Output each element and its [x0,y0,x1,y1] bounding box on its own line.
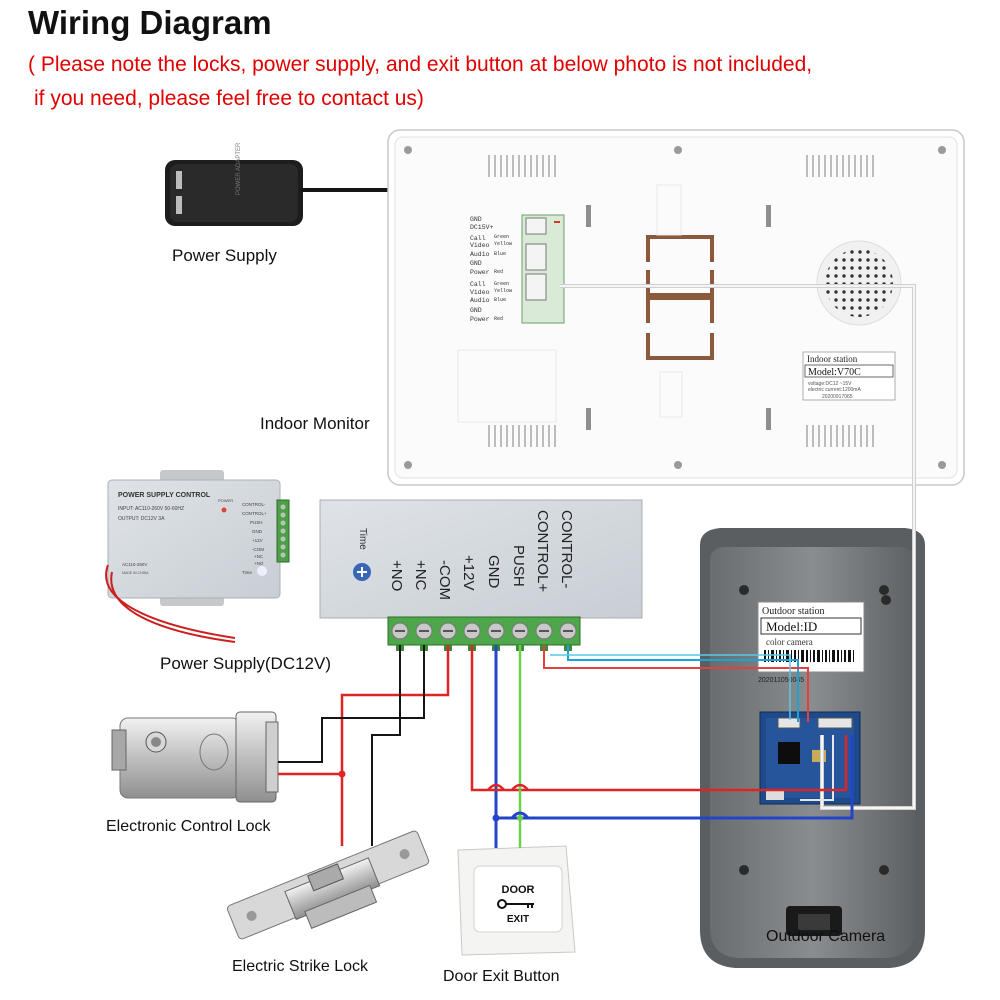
door-exit-button-image: DOOR EXIT [457,845,576,956]
psu-small-terminal: +NC [254,554,264,559]
wire-color-label: Blue [494,251,506,257]
label-electric-strike-lock: Electric Strike Lock [232,958,369,975]
port-label: Video [470,289,490,296]
psu-small-terminal: +NO [254,561,264,566]
psu-small-output: OUTPUT: DC12V 3A [118,516,165,522]
port-label: GND [470,216,482,223]
psu-small-time: Time [242,570,252,575]
wire-color-label: Red [494,316,503,322]
label-indoor-monitor: Indoor Monitor [260,414,370,433]
page-title: Wiring Diagram [28,4,272,41]
psu-small-ac: AC110-260V [122,562,147,567]
indoor-sticker-spec2: electric current:1200mA [808,387,861,393]
psu-big-terminal: +NC [412,560,429,591]
psu-big-terminal: -COM [436,560,453,600]
psu-big-terminal: PUSH [510,545,527,587]
psu-small-made: MADE IN CHINA [122,571,149,575]
psu-big-time: Time [357,528,368,550]
port-label: Audio [470,297,490,304]
psu-small-terminal: +12V [252,538,263,543]
psu-small-terminal: CONTROL- [242,502,266,507]
outdoor-camera-image: Outdoor station Model:ID color camera 20… [700,528,925,968]
wires [278,284,916,848]
outdoor-sticker-sub: color camera [766,637,813,647]
exit-button-door: DOOR [502,884,535,896]
port-label: Call [470,235,486,242]
psu-big-terminal: CONTROL- [558,510,575,588]
outdoor-sticker-serial: 202011050045 [758,677,804,684]
psu-big-terminal: +NO [388,560,405,591]
indoor-sticker-model: Model:V70C [808,367,861,378]
indoor-monitor-image: Indoor station Model:V70C voltage:DC12 ~… [387,129,965,486]
psu-small-terminal: CONTROL+ [242,511,267,516]
adapter-text: POWER ADAPTER [236,142,242,195]
electric-strike-lock-image [227,830,430,940]
port-label: Video [470,242,490,249]
port-label: GND [470,260,482,267]
indoor-sticker-serial: 20200917065 [822,394,853,400]
label-electronic-control-lock: Electronic Control Lock [106,818,271,835]
psu-small-input: INPUT: AC110-260V 50-60HZ [118,506,184,512]
psu-big-terminal: +12V [460,555,477,590]
port-label: DC15V+ [470,224,494,231]
label-door-exit-button: Door Exit Button [443,968,560,985]
port-label: Call [470,281,486,288]
psu-small-terminal: GND [252,529,263,534]
wire-color-label: Blue [494,297,506,303]
indoor-sticker-title: Indoor station [807,354,858,364]
port-label: Audio [470,251,490,258]
outdoor-sticker-title: Outdoor station [762,606,825,617]
wire-color-label: Yellow [494,288,512,294]
note-line-1: ( Please note the locks, power supply, a… [28,53,813,76]
psu-small-terminals: CONTROL- CONTROL+ PUSH GND +12V -COM +NC… [242,502,267,566]
wire-color-label: Green [494,281,509,287]
label-power-supply: Power Supply [172,246,277,265]
label-power-supply-dc12v: Power Supply(DC12V) [160,654,332,673]
port-label: Power [470,316,490,323]
exit-button-exit: EXIT [507,914,529,925]
electronic-control-lock-image [111,711,279,803]
psu-small-terminal: -COM [252,547,264,552]
psu-small-title: POWER SUPPLY CONTROL [118,492,211,499]
wire-color-label: Yellow [494,241,512,247]
outdoor-sticker-model: Model:ID [766,619,817,634]
psu-small-terminal: PUSH [250,520,263,525]
power-supply-control-image: POWER SUPPLY CONTROL INPUT: AC110-260V 5… [105,470,290,643]
note-line-2: if you need, please feel free to contact… [34,87,424,110]
psu-big-terminal-labels: CONTROL- CONTROL+ PUSH GND +12V -COM +NC… [388,510,575,600]
port-label: GND [470,307,482,314]
label-outdoor-camera: Outdoor Camera [766,928,886,945]
psu-small-led: POWER [218,498,233,503]
wire-color-label: Green [494,234,509,240]
indoor-sticker-spec1: voltage:DC12 ~15V [808,381,852,387]
power-supply-terminal-block: Time CONTROL- CONTROL+ PUSH GND +12V -CO… [319,499,643,651]
psu-big-terminal: GND [485,555,502,589]
indoor-port-labels: GND DC15V+ Call Video Audio GND Power Ca… [470,216,512,323]
wire-color-label: Red [494,269,503,275]
psu-big-terminal: CONTROL+ [534,510,551,592]
port-label: Power [470,269,490,276]
